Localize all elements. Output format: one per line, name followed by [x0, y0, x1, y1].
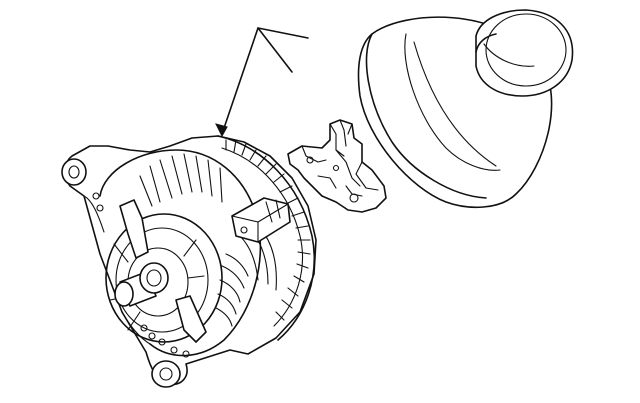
- callout-leader: [215, 27, 309, 138]
- pulley-cover: [357, 9, 574, 209]
- voltage-regulator: [287, 119, 387, 213]
- alternator: [61, 135, 317, 388]
